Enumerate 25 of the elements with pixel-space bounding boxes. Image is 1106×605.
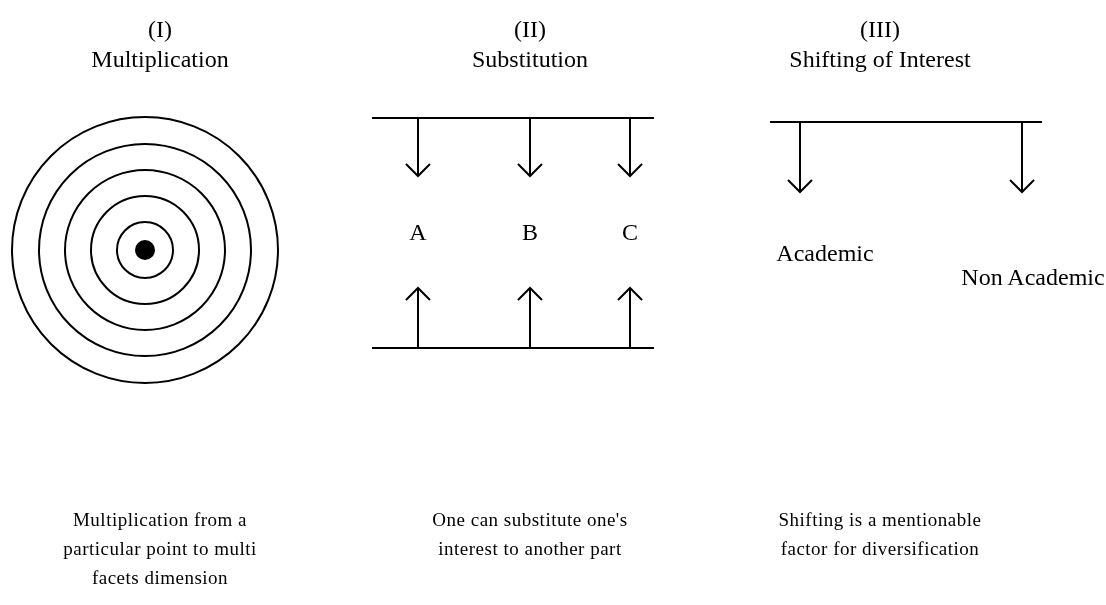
column-heading: Substitution [471, 45, 589, 74]
column-heading: Shifting of Interest [788, 45, 972, 74]
node-label: A [409, 218, 427, 247]
arrow [517, 287, 543, 348]
arrow [405, 287, 431, 348]
arrow [517, 118, 543, 177]
column-heading: Multiplication [90, 45, 230, 74]
description-text: Shifting is a mentionable factor for diversification [777, 508, 983, 561]
column-heading: (II) [513, 15, 547, 44]
arrow [405, 118, 431, 177]
description-text: Multiplication from a particular point to multi facets dimension [62, 508, 258, 590]
horizontal-line [770, 121, 1042, 123]
node-label: Academic [776, 239, 874, 268]
arrow [617, 118, 643, 177]
horizontal-line [372, 117, 654, 119]
arrow [1009, 122, 1035, 193]
horizontal-line [372, 347, 654, 349]
node-label: Non Academic [961, 263, 1105, 292]
arrow [787, 122, 813, 193]
arrow [617, 287, 643, 348]
node-label: C [622, 218, 638, 247]
column-heading: (I) [147, 15, 173, 44]
column-heading: (III) [859, 15, 901, 44]
description-text: One can substitute one's interest to another part [431, 508, 629, 561]
node-label: B [522, 218, 538, 247]
